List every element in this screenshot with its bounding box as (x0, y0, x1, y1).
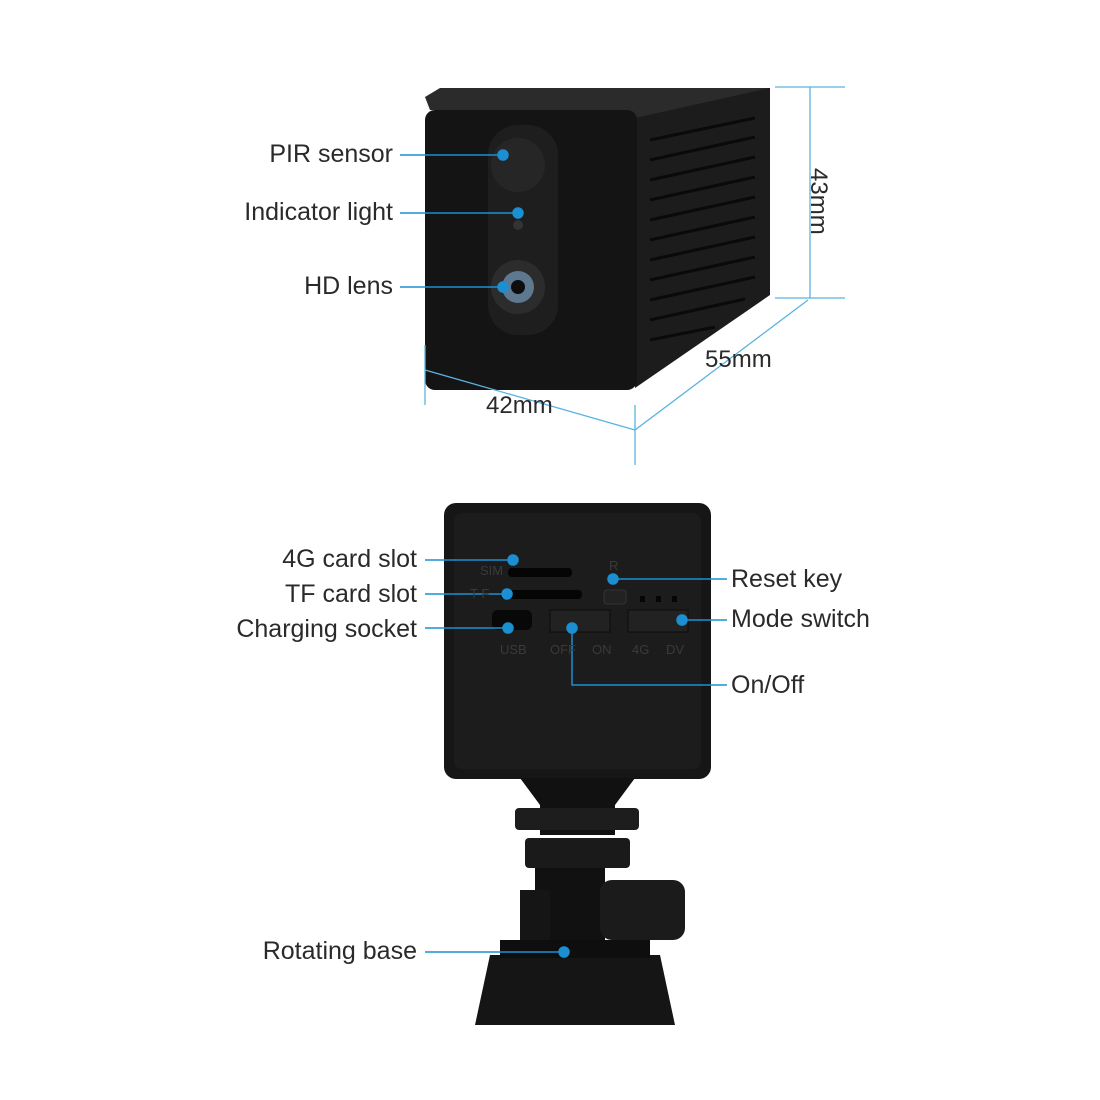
label-pir-sensor: PIR sensor (269, 140, 393, 168)
label-indicator-light: Indicator light (244, 198, 393, 226)
mark-4g: 4G (632, 642, 649, 657)
panel-marks: SIM T F R USB OFF ON 4G DV (470, 558, 684, 657)
usb-port (492, 610, 532, 630)
label-charging-socket: Charging socket (236, 615, 417, 643)
dimension-lines (424, 86, 845, 465)
camera-back (444, 503, 711, 779)
pir-sensor (491, 138, 545, 192)
camera-cube (425, 88, 770, 390)
mount (475, 778, 685, 1025)
label-on-off: On/Off (731, 671, 805, 699)
mark-r: R (609, 558, 618, 573)
cube-side-vent-face (635, 88, 770, 388)
dimension-width: 42mm (486, 392, 553, 419)
label-mode-switch: Mode switch (731, 605, 870, 633)
mark-usb: USB (500, 642, 527, 657)
mark-on: ON (592, 642, 612, 657)
mark-dv: DV (666, 642, 684, 657)
label-hd-lens: HD lens (304, 272, 393, 300)
mark-off: OFF (550, 642, 576, 657)
label-tf-card-slot: TF card slot (285, 580, 417, 608)
label-rotating-base: Rotating base (262, 937, 417, 965)
mark-sim: SIM (480, 563, 503, 578)
label-4g-card-slot: 4G card slot (282, 545, 417, 573)
indicator-light (513, 220, 523, 230)
label-reset-key: Reset key (731, 565, 843, 593)
mark-tf: T F (470, 586, 489, 601)
dimension-depth: 55mm (705, 346, 772, 373)
dimension-height: 43mm (805, 168, 832, 235)
